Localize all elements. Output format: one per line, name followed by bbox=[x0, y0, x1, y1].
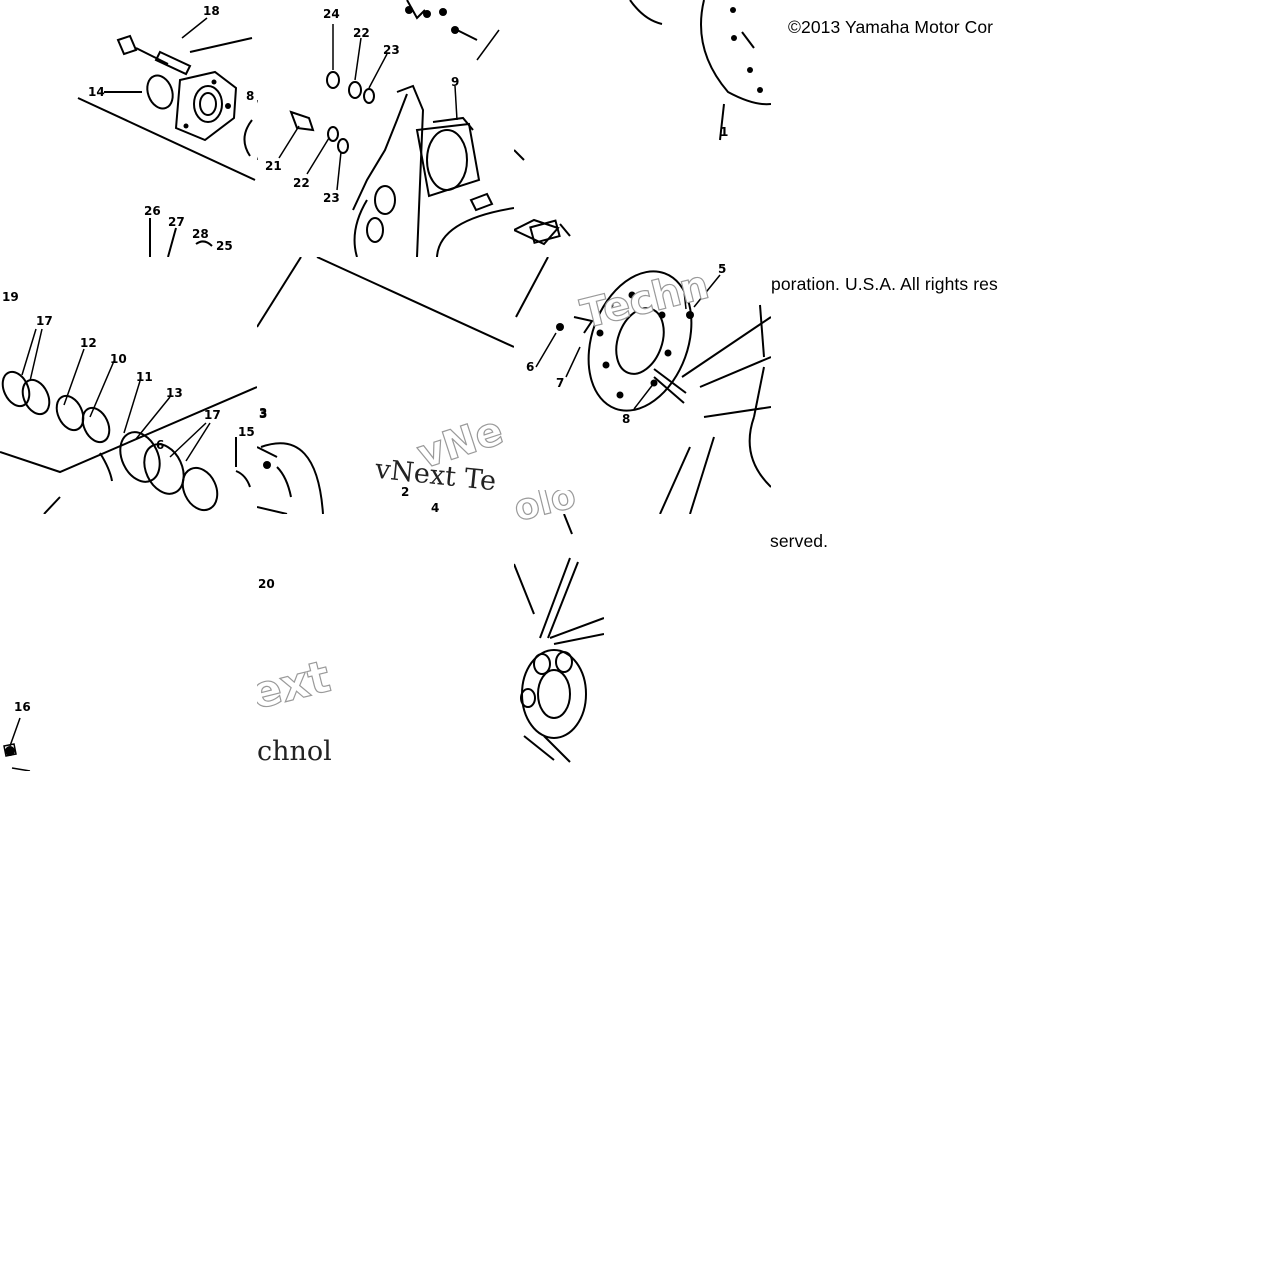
callout-28: 28 bbox=[192, 227, 209, 241]
callout-2: 2 bbox=[401, 485, 410, 499]
callout-23b: 23 bbox=[323, 191, 340, 205]
watermark-olo-tile: olo bbox=[514, 490, 604, 520]
callout-9: 9 bbox=[451, 75, 460, 89]
callout-17b: 17 bbox=[204, 408, 221, 422]
callout-11: 11 bbox=[136, 370, 153, 384]
callout-6: 6 bbox=[156, 438, 165, 452]
diagram-tile-wheel-hub bbox=[514, 514, 604, 771]
callout-7: 7 bbox=[556, 376, 565, 390]
diagram-tile-sprocket-flange: Techn 6 7 8 5 bbox=[514, 257, 771, 514]
callout-18: 18 bbox=[203, 4, 220, 18]
callout-16: 16 bbox=[14, 700, 31, 714]
callout-14: 14 bbox=[88, 85, 105, 99]
brake-disc-drawing bbox=[514, 0, 771, 246]
callout-15-label: 15 bbox=[238, 425, 255, 439]
axle-nut-drawing bbox=[3, 717, 31, 771]
callout-3-label: 3 bbox=[259, 407, 268, 421]
watermark-tile-lower: ext chnol bbox=[257, 600, 347, 771]
callout-8: 8 bbox=[246, 89, 255, 103]
caliper-bracket-drawing bbox=[77, 17, 256, 257]
callout-6c: 6 bbox=[526, 360, 535, 374]
callout-1: 1 bbox=[720, 125, 729, 139]
watermark-serif-b: chnol bbox=[257, 736, 332, 767]
diagram-tile-hub-seals: 19 17 12 10 11 13 17 6 bbox=[0, 257, 257, 514]
callout-20-label: 20 bbox=[258, 577, 275, 591]
callout-22: 22 bbox=[353, 26, 370, 40]
hub-seals-drawing bbox=[0, 328, 257, 514]
diagram-tile-axle-end: 3 15 bbox=[257, 257, 514, 514]
diagram-tile-disc: 1 ©2013 Yamaha Motor Cor bbox=[514, 0, 771, 257]
callout-24: 24 bbox=[323, 7, 340, 21]
watermark-tile: vNe vNext Te 2 4 bbox=[257, 400, 514, 514]
callout-21: 21 bbox=[265, 159, 282, 173]
callout-13: 13 bbox=[166, 386, 183, 400]
callout-3: 3 bbox=[259, 406, 268, 420]
watermark-outline-d: olo bbox=[514, 490, 580, 520]
copyright-line-1-text: ©2013 Yamaha Motor Cor bbox=[788, 17, 994, 37]
copyright-line-2: poration. U.S.A. All rights res bbox=[771, 274, 998, 294]
callout-26: 26 bbox=[144, 204, 161, 218]
diagram-tile-caliper: 24 22 23 9 21 22 23 bbox=[257, 0, 514, 257]
callout-4: 4 bbox=[431, 501, 440, 514]
caliper-drawing bbox=[257, 0, 514, 257]
diagram-tile-axle-nut: 16 bbox=[0, 514, 40, 771]
callout-10: 10 bbox=[110, 352, 127, 366]
callout-23: 23 bbox=[383, 43, 400, 57]
wheel-hub-drawing bbox=[514, 514, 604, 763]
callout-8c: 8 bbox=[622, 412, 631, 426]
callout-22b: 22 bbox=[293, 176, 310, 190]
callout-12: 12 bbox=[80, 336, 97, 350]
watermark-outline-c: ext bbox=[257, 651, 336, 721]
callout-19: 19 bbox=[2, 290, 19, 304]
callout-17: 17 bbox=[36, 314, 53, 328]
callout-25: 25 bbox=[216, 239, 233, 253]
callout-5: 5 bbox=[718, 262, 727, 276]
axle-end-drawing bbox=[257, 257, 514, 514]
callout-27: 27 bbox=[168, 215, 185, 229]
diagram-tile-caliper-bracket: 18 14 8 26 27 28 25 bbox=[0, 0, 257, 257]
sprocket-flange-drawing bbox=[515, 257, 771, 514]
copyright-line-3: served. bbox=[770, 531, 829, 551]
